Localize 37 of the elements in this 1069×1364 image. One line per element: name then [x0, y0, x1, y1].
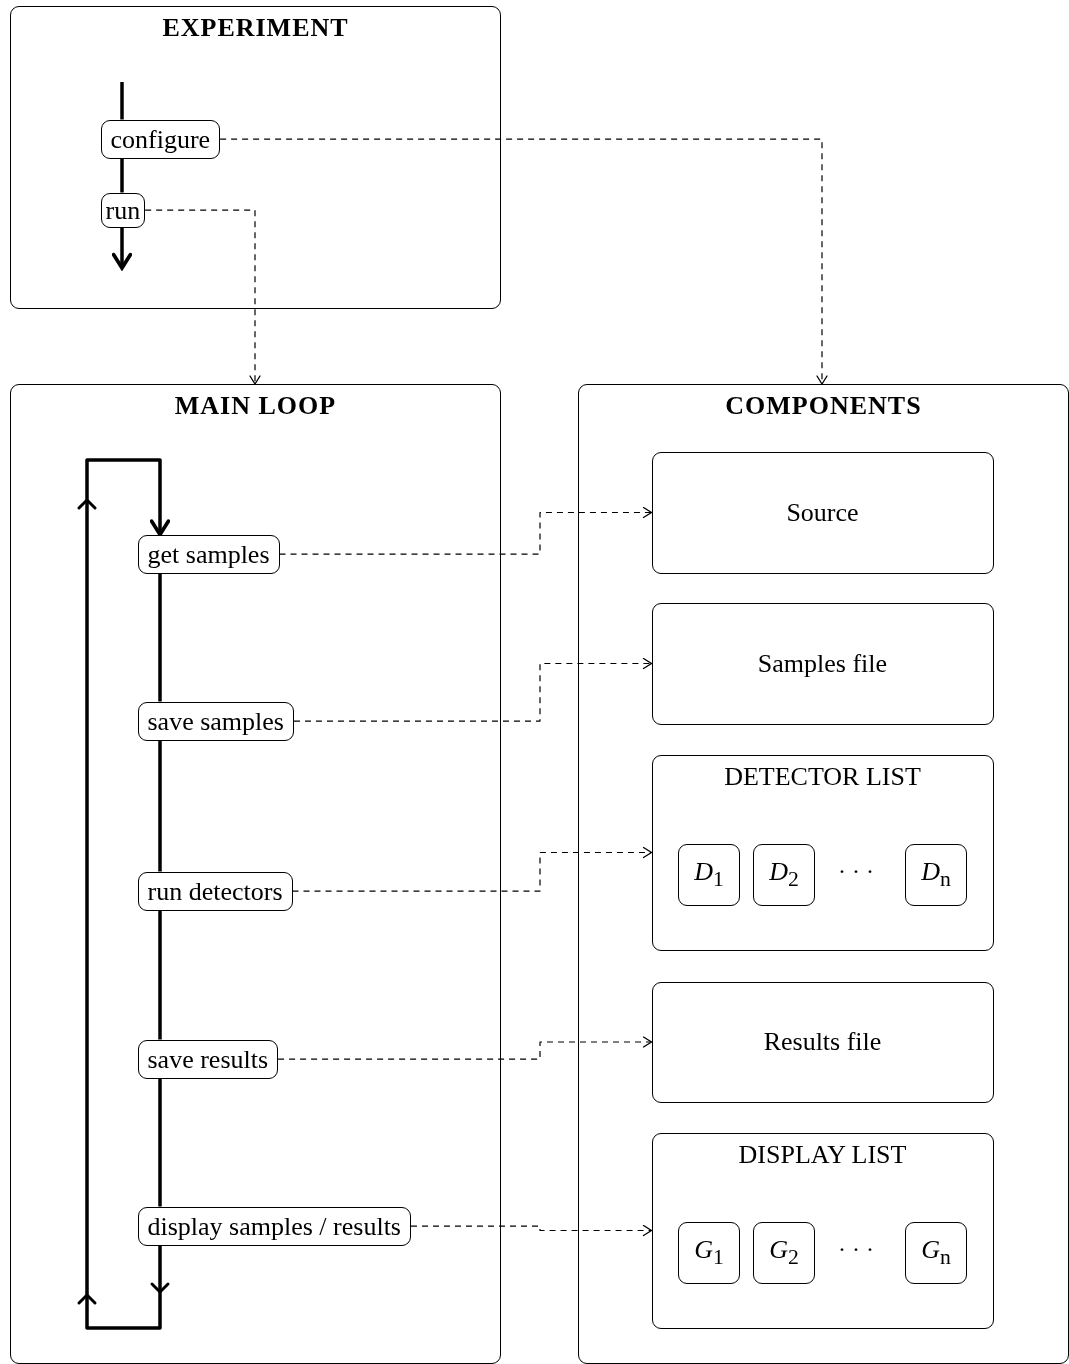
component-label: G$_{1}$: [694, 1235, 724, 1271]
item-box: [905, 1222, 967, 1284]
component-label: G$_{2}$: [769, 1235, 799, 1271]
list-box: [651, 1132, 994, 1329]
heading: DISPLAY LIST: [737, 1139, 908, 1170]
heading: DETECTOR LIST: [723, 761, 922, 792]
step-box: get samples: [137, 534, 280, 574]
component-label: D$_{1}$: [694, 857, 724, 893]
component-box: [651, 451, 994, 574]
component-box: [651, 981, 994, 1103]
step-box: save samples: [137, 701, 294, 741]
item-box: [753, 1222, 815, 1284]
item-box: [678, 1222, 740, 1284]
item-box: [678, 844, 740, 906]
panel-box: [10, 6, 501, 309]
list-box: [651, 754, 994, 951]
step-box: run detectors: [137, 871, 293, 911]
component-box: [651, 602, 994, 725]
component-label: D$_{2}$: [769, 857, 799, 893]
item-box: [753, 844, 815, 906]
ellipsis-label: · · ·: [838, 1236, 874, 1263]
component-label: Samples file: [757, 648, 888, 679]
panel-box: [578, 384, 1069, 1364]
ellipsis-label: · · ·: [838, 858, 874, 885]
step-box: display samples / results: [137, 1206, 411, 1246]
heading: MAIN LOOP: [173, 391, 338, 421]
step-box: configure: [100, 119, 221, 159]
step-box: save results: [137, 1039, 279, 1079]
panel-box: [10, 384, 501, 1364]
component-label: Source: [786, 497, 859, 528]
heading: EXPERIMENT: [161, 13, 350, 43]
component-label: G$_{n}$: [921, 1235, 951, 1271]
step-box: run: [100, 192, 146, 228]
item-box: [905, 844, 967, 906]
heading: COMPONENTS: [724, 391, 923, 421]
component-label: Results file: [763, 1027, 882, 1057]
component-label: D$_{n}$: [921, 857, 951, 893]
